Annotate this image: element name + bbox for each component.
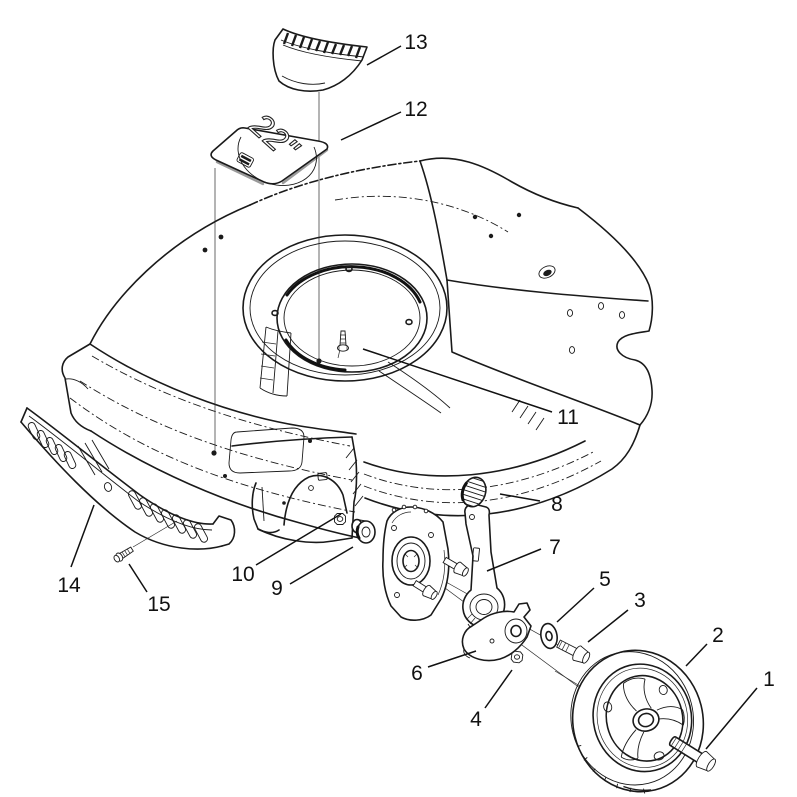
callout-number-7: 7 — [549, 536, 561, 559]
side-plate-cover — [382, 504, 469, 621]
axle-bolt — [668, 735, 716, 772]
callout-number-11: 11 — [557, 406, 579, 429]
wheel-bracket — [461, 602, 532, 662]
plate-bolt-upper — [442, 556, 469, 577]
adjust-lever-grip — [460, 476, 487, 508]
toro-logo-mark — [236, 152, 254, 168]
blade-opening-ring — [242, 234, 448, 382]
grille-slots-upper — [27, 422, 77, 469]
deck-screw — [337, 330, 349, 359]
leader-line-4 — [484, 669, 513, 709]
baffle-ribs — [259, 326, 451, 414]
rear-panel-holes — [472, 212, 626, 354]
plate-bolt-lower — [412, 580, 438, 600]
leader-line-14 — [70, 504, 95, 568]
callout-number-4: 4 — [470, 708, 482, 731]
leader-line-6 — [427, 650, 477, 668]
spacer-bushing — [351, 518, 376, 544]
grille-slots-lower — [127, 490, 209, 543]
callout-number-13: 13 — [404, 31, 427, 54]
front-grille-trim — [20, 407, 236, 550]
wheel-spokes — [603, 677, 685, 761]
mower-deck-housing — [61, 157, 654, 544]
callout-number-8: 8 — [551, 493, 563, 516]
leader-line-11 — [362, 348, 553, 413]
assembly-guide-lines — [211, 92, 322, 456]
rear-hinge-knob — [538, 265, 556, 279]
leader-line-15 — [128, 563, 148, 593]
leader-line-5 — [556, 587, 595, 623]
callout-number-15: 15 — [147, 593, 170, 616]
callout-number-1: 1 — [763, 668, 775, 691]
leader-line-2 — [685, 643, 708, 667]
side-discharge-box — [231, 436, 358, 544]
decal-mount-pad — [223, 427, 312, 478]
callout-number-5: 5 — [599, 568, 611, 591]
front-skirt — [61, 343, 361, 539]
leader-line-1 — [705, 687, 758, 750]
leader-line-7 — [486, 548, 542, 572]
leader-line-9 — [289, 546, 354, 585]
height-adjust-arm — [462, 503, 506, 632]
callout-number-6: 6 — [411, 662, 423, 685]
axle-nut — [510, 650, 524, 664]
callout-number-12: 12 — [404, 98, 427, 121]
leader-line-8 — [499, 493, 541, 502]
wheel — [570, 649, 705, 794]
leader-line-13 — [366, 45, 402, 66]
grille-screw — [113, 520, 178, 563]
callout-number-3: 3 — [634, 589, 646, 612]
vented-cover — [272, 28, 368, 92]
tire-tread — [577, 745, 652, 794]
flat-washer — [540, 622, 558, 650]
callout-number-14: 14 — [57, 574, 81, 597]
callout-number-9: 9 — [271, 577, 283, 600]
shoulder-bolt-small — [556, 639, 591, 664]
size-decal-plate: 22" — [210, 104, 329, 186]
leader-line-12 — [340, 111, 402, 141]
callout-number-2: 2 — [712, 624, 724, 647]
skirt-arcs — [345, 399, 641, 517]
leader-line-10 — [255, 513, 342, 566]
cover-vent-slots — [282, 32, 362, 59]
callout-number-10: 10 — [231, 563, 254, 586]
leader-line-3 — [587, 609, 629, 643]
